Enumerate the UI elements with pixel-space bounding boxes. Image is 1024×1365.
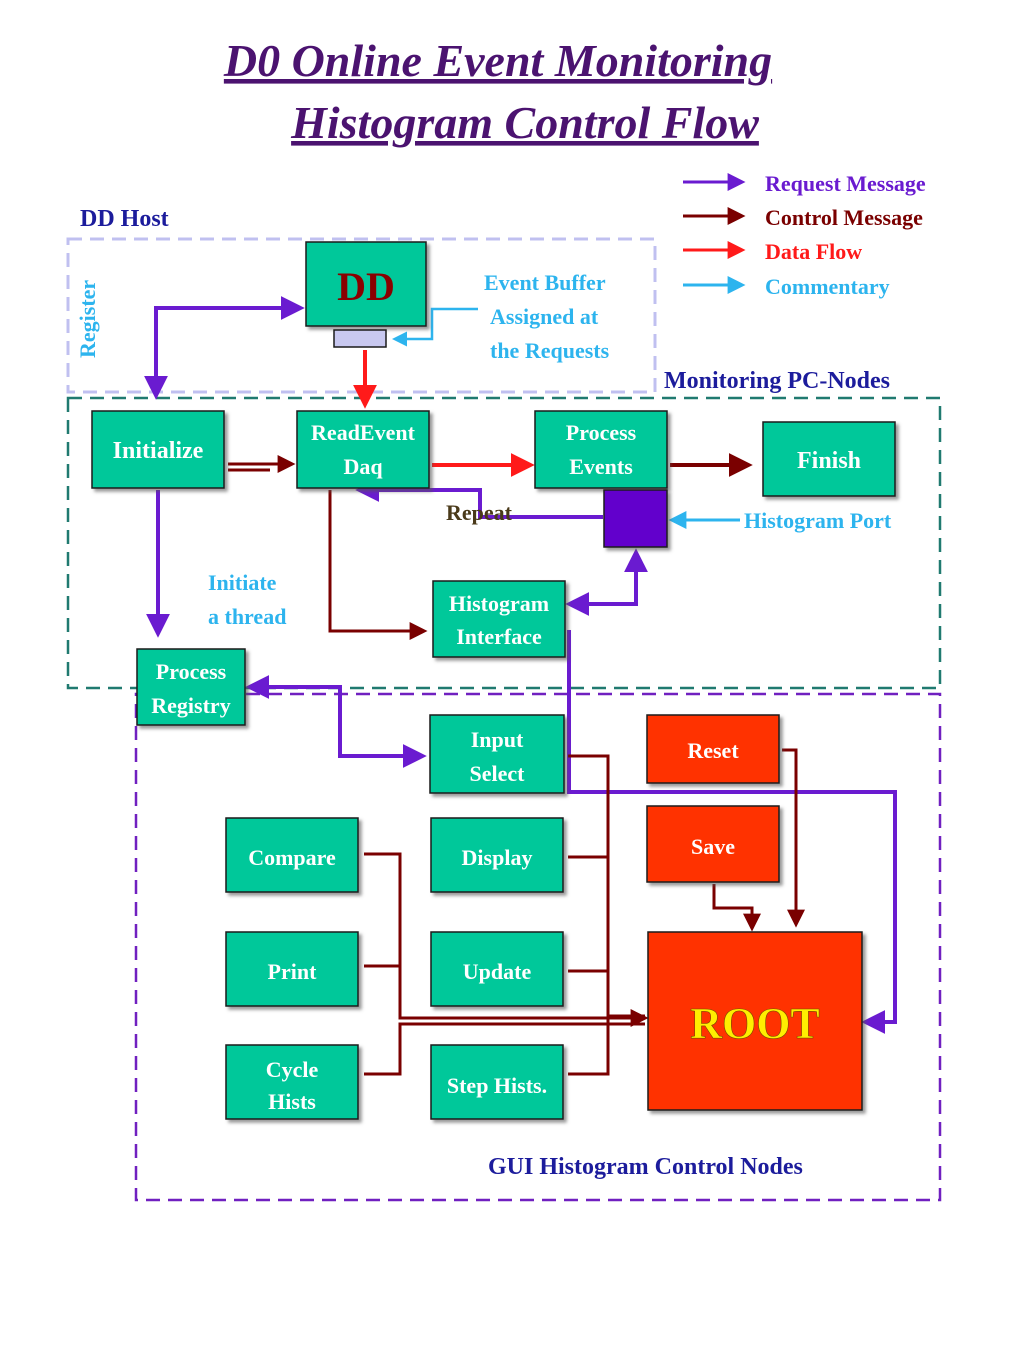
dd-box: DD xyxy=(305,241,427,327)
region-dd-host xyxy=(66,237,657,394)
request-repeat xyxy=(355,478,603,519)
initialize-box: Initialize xyxy=(91,410,225,489)
control-reset-root xyxy=(782,748,805,928)
control-bus-middle xyxy=(568,754,610,1076)
request-registry-input xyxy=(245,675,427,768)
histogram-port xyxy=(603,489,668,548)
commentary-arrow-buffer xyxy=(392,307,478,347)
event-buffer-line-2: Assigned at xyxy=(490,304,599,329)
region-monitoring-label: Monitoring PC-Nodes xyxy=(664,368,890,394)
histogram-port-label: Histogram Port xyxy=(744,508,892,533)
control-readevent-histinterface xyxy=(328,490,428,640)
readevent-label-2: Daq xyxy=(343,454,383,479)
process-events-label-2: Events xyxy=(569,454,633,479)
legend: Request Message Control Message Data Flo… xyxy=(683,171,926,299)
dd-label: DD xyxy=(337,264,395,309)
legend-commentary: Commentary xyxy=(765,274,890,299)
title-line-2: Histogram Control Flow xyxy=(290,97,759,148)
event-buffer-line-1: Event Buffer xyxy=(484,270,606,295)
event-buffer-line-3: the Requests xyxy=(490,338,610,363)
display-label: Display xyxy=(462,845,533,870)
region-gui-label: GUI Histogram Control Nodes xyxy=(488,1154,803,1180)
request-initialize-dd xyxy=(144,296,305,400)
request-histinterface-port xyxy=(565,548,648,616)
control-compare-root xyxy=(364,852,649,1027)
legend-control: Control Message xyxy=(765,205,923,230)
finish-box: Finish xyxy=(762,421,896,497)
process-events-label-1: Process xyxy=(566,420,637,445)
input-select-box: Input Select xyxy=(429,714,565,794)
control-save-root xyxy=(712,884,761,932)
readevent-label-1: ReadEvent xyxy=(311,420,416,445)
reset-box: Reset xyxy=(646,714,780,784)
print-box: Print xyxy=(225,931,359,1007)
save-label: Save xyxy=(691,834,735,859)
cycle-hists-label-2: Hists xyxy=(268,1089,316,1114)
process-registry-label-1: Process xyxy=(156,659,227,684)
step-hists-box: Step Hists. xyxy=(430,1044,564,1120)
initiate-thread-line-1: Initiate xyxy=(208,570,277,595)
input-select-label-1: Input xyxy=(471,727,524,752)
compare-box: Compare xyxy=(225,817,359,893)
legend-request: Request Message xyxy=(765,171,926,196)
save-box: Save xyxy=(646,805,780,883)
cycle-hists-box: Cycle Hists xyxy=(225,1044,359,1120)
input-select-label-2: Select xyxy=(470,761,526,786)
control-cycle-bus xyxy=(364,1022,645,1076)
cycle-hists-label-1: Cycle xyxy=(266,1057,319,1082)
register-label: Register xyxy=(75,280,100,358)
display-box: Display xyxy=(430,817,564,893)
title-line-1: D0 Online Event Monitoring xyxy=(223,35,772,86)
region-monitoring xyxy=(66,396,942,690)
request-histinterface-root xyxy=(567,630,897,1034)
update-label: Update xyxy=(463,959,532,984)
event-buffer xyxy=(333,329,387,348)
finish-label: Finish xyxy=(797,448,861,474)
root-label: ROOT xyxy=(690,999,820,1048)
process-events-box: Process Events xyxy=(534,410,668,489)
reset-label: Reset xyxy=(687,738,739,763)
readevent-box: ReadEvent Daq xyxy=(296,410,430,489)
step-hists-label: Step Hists. xyxy=(447,1073,547,1098)
histogram-interface-box: Histogram Interface xyxy=(432,580,566,658)
initialize-label: Initialize xyxy=(113,438,204,464)
process-registry-box: Process Registry xyxy=(136,648,246,726)
print-label: Print xyxy=(268,959,318,984)
histogram-interface-label-1: Histogram xyxy=(449,591,549,616)
update-box: Update xyxy=(430,931,564,1007)
root-box: ROOT xyxy=(647,931,863,1111)
region-dd-host-label: DD Host xyxy=(80,206,169,232)
legend-data: Data Flow xyxy=(765,239,862,264)
compare-label: Compare xyxy=(248,845,336,870)
process-registry-label-2: Registry xyxy=(151,693,230,718)
repeat-label: Repeat xyxy=(446,500,513,525)
region-gui xyxy=(134,692,942,1202)
histogram-interface-label-2: Interface xyxy=(456,624,542,649)
initiate-thread-line-2: a thread xyxy=(208,604,286,629)
